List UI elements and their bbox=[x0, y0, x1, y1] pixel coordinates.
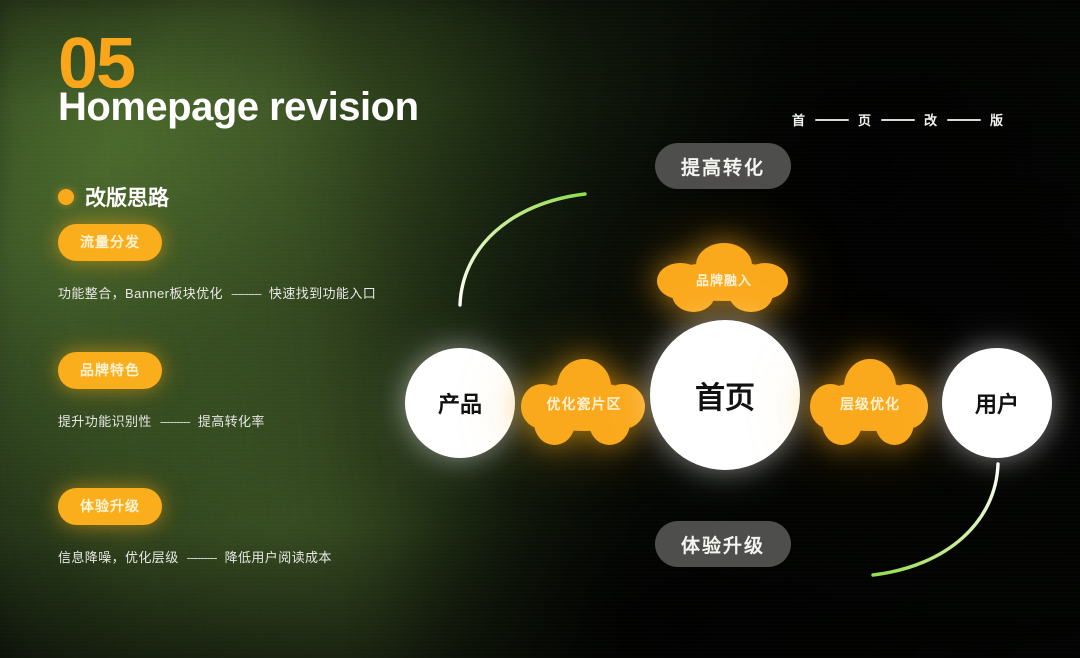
cloud-brand-integration[interactable]: 品牌融入 bbox=[657, 243, 788, 315]
chip-experience-upgrade[interactable]: 体验升级 bbox=[655, 521, 791, 567]
cloud-label: 优化瓷片区 bbox=[546, 396, 622, 412]
breadcrumb-rule-icon bbox=[880, 118, 915, 121]
idea-desc-dash: --------- bbox=[159, 414, 191, 429]
breadcrumb-item: 首 bbox=[791, 113, 806, 128]
breadcrumb-item: 改 bbox=[923, 113, 938, 128]
cloud-bump-bottom-left bbox=[822, 400, 862, 446]
node-label: 产品 bbox=[437, 392, 482, 417]
breadcrumb-rule-icon bbox=[814, 118, 849, 121]
title-block: 05 Homepage revision bbox=[58, 36, 419, 130]
idea-item: 体验升级 信息降噪，优化层级 --------- 降低用户阅读成本 bbox=[58, 488, 332, 566]
breadcrumb-item: 页 bbox=[857, 113, 872, 128]
node-user[interactable]: 用户 bbox=[942, 348, 1052, 458]
cloud-hierarchy-optimization[interactable]: 层级优化 bbox=[809, 359, 928, 449]
bullet-dot-icon bbox=[58, 189, 74, 205]
node-homepage[interactable]: 首页 bbox=[650, 320, 800, 470]
cloud-bump-bottom-right bbox=[729, 276, 773, 313]
chip-improve-conversion[interactable]: 提高转化 bbox=[655, 143, 791, 189]
cloud-bump-bottom-left bbox=[671, 276, 716, 313]
idea-desc-right: 降低用户阅读成本 bbox=[224, 550, 332, 565]
idea-description: 提升功能识别性 --------- 提高转化率 bbox=[58, 411, 265, 430]
idea-description: 信息降噪，优化层级 --------- 降低用户阅读成本 bbox=[58, 547, 332, 566]
idea-desc-dash: --------- bbox=[186, 550, 218, 565]
section-heading: 改版思路 bbox=[58, 182, 169, 212]
idea-item: 品牌特色 提升功能识别性 --------- 提高转化率 bbox=[58, 352, 265, 430]
cloud-bump-bottom-left bbox=[533, 400, 576, 446]
cloud-bump-bottom-right bbox=[588, 400, 631, 446]
idea-item: 流量分发 功能整合，Banner板块优化 --------- 快速找到功能入口 bbox=[58, 224, 376, 302]
idea-desc-right: 快速找到功能入口 bbox=[268, 286, 377, 301]
section-number: 05 bbox=[58, 36, 136, 88]
arc-bottom-right bbox=[871, 462, 1000, 577]
cloud-bump-bottom-right bbox=[874, 400, 915, 446]
idea-badge: 流量分发 bbox=[58, 224, 162, 261]
idea-description: 功能整合，Banner板块优化 --------- 快速找到功能入口 bbox=[58, 283, 376, 302]
cloud-optimize-tile-area[interactable]: 优化瓷片区 bbox=[520, 359, 645, 449]
section-heading-label: 改版思路 bbox=[85, 187, 169, 210]
arc-top-left bbox=[458, 192, 587, 307]
idea-desc-left: 功能整合，Banner板块优化 bbox=[58, 286, 223, 301]
breadcrumb-rule-icon bbox=[946, 118, 981, 121]
idea-badge: 品牌特色 bbox=[58, 352, 162, 389]
idea-desc-dash: --------- bbox=[230, 286, 262, 301]
idea-desc-left: 信息降噪，优化层级 bbox=[58, 550, 179, 565]
idea-desc-left: 提升功能识别性 bbox=[58, 414, 152, 429]
breadcrumb: 首 页 改 版 bbox=[792, 110, 1004, 129]
node-label: 用户 bbox=[974, 392, 1019, 417]
page-title: Homepage revision bbox=[58, 85, 419, 129]
cloud-label: 品牌融入 bbox=[695, 272, 752, 288]
idea-badge: 体验升级 bbox=[58, 488, 162, 525]
breadcrumb-item: 版 bbox=[989, 113, 1004, 128]
node-label: 首页 bbox=[695, 382, 755, 415]
node-product[interactable]: 产品 bbox=[405, 348, 515, 458]
idea-desc-right: 提高转化率 bbox=[197, 414, 265, 429]
cloud-label: 层级优化 bbox=[840, 396, 900, 412]
